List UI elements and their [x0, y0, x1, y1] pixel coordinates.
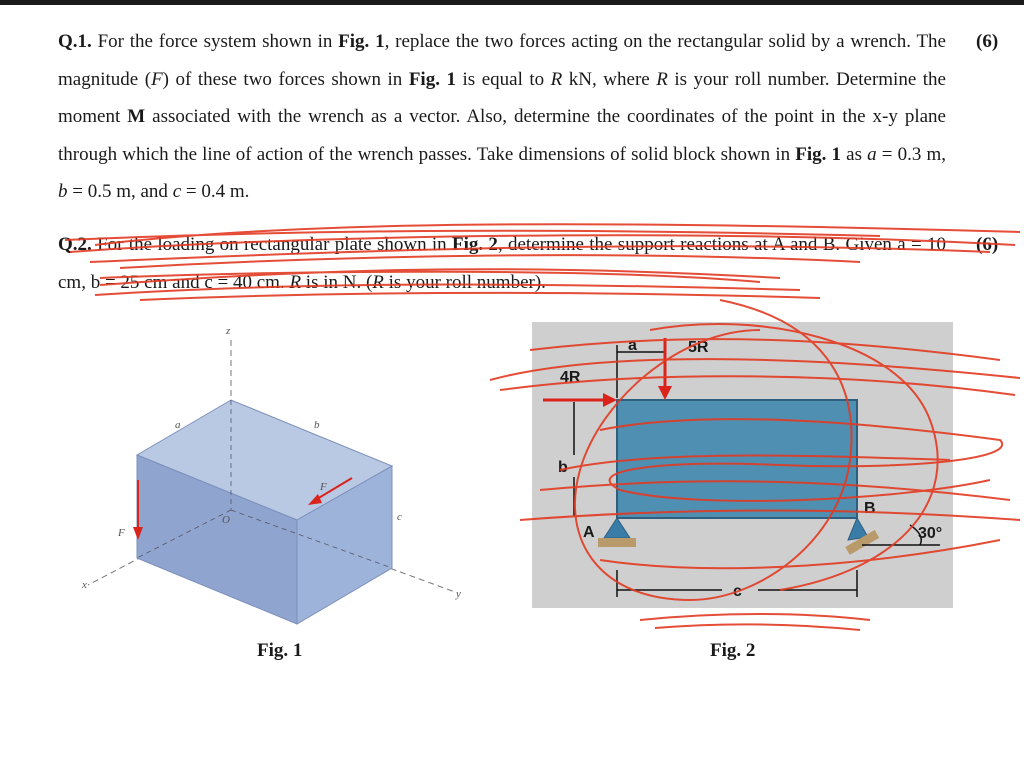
label-O: O — [222, 514, 230, 526]
force-F-left-arrowhead — [133, 527, 143, 540]
q1-fig-ref: Fig. 1 — [795, 143, 842, 165]
force-F-top-arrowhead — [308, 494, 322, 505]
question-1-text: Q.1. For the force system shown in Fig. … — [58, 23, 946, 211]
q1-fig-ref: Fig. 1 — [338, 31, 385, 52]
label-y: y — [455, 588, 461, 600]
top-border — [0, 0, 1024, 5]
fig1-caption: Fig. 1 — [257, 640, 303, 661]
question-2-text: Q.2. For the loading on rectangular plat… — [58, 226, 946, 301]
q2-text-part: is in N. ( — [301, 271, 373, 293]
q2-var-R: R — [372, 271, 384, 293]
q1-text-part: , replace the two forces acting on the r… — [58, 31, 946, 90]
q1-text-part: = 0.4 m. — [181, 181, 250, 202]
label-F-top: F — [319, 481, 327, 493]
support-B-roller — [847, 516, 869, 541]
fig2-caption: Fig. 2 — [710, 640, 756, 661]
q1-number: Q.1. — [58, 31, 92, 52]
q1-marks: (6) — [976, 31, 999, 52]
q1-text-part: ) of these two forces shown in — [162, 68, 409, 90]
q1-var-F: F — [151, 68, 163, 90]
q1-text-part: = 0.5 m, and — [67, 181, 173, 202]
q1-text-part: For the force system shown in — [91, 31, 339, 52]
label-x: x — [81, 579, 87, 591]
q1-text-part: = 0.3 m, — [876, 143, 946, 165]
q1-var-c: c — [172, 181, 182, 202]
q1-text-part: as — [841, 143, 868, 165]
label-b: b — [558, 459, 568, 476]
label-B: B — [864, 500, 876, 517]
hidden-edge — [230, 509, 393, 569]
scribble-group — [64, 223, 1021, 631]
q1-var-R: R — [550, 68, 563, 90]
q1-text-part: is equal to — [455, 68, 551, 90]
label-A: A — [583, 524, 595, 541]
label-F-left: F — [117, 527, 125, 539]
label-z: z — [225, 325, 231, 337]
q1-var-R: R — [656, 68, 668, 90]
dim-b-gap — [555, 455, 583, 477]
q1-var-M: M — [127, 106, 146, 127]
support-A-ground — [598, 538, 636, 547]
q2-text-part: is your roll number). — [383, 271, 546, 293]
label-5R: 5R — [688, 339, 709, 356]
support-B-ground — [845, 530, 880, 555]
q1-fig-ref: Fig. 1 — [408, 68, 456, 90]
label-c: c — [397, 511, 402, 523]
label-a: a — [628, 337, 637, 354]
q1-text-part: associated with the wrench as a vector. … — [58, 106, 946, 165]
label-b: b — [314, 419, 320, 431]
q1-text-part: kN, where — [562, 68, 657, 90]
q1-text-part: is your roll number. Determine the momen… — [58, 68, 946, 128]
q1-var-b: b — [58, 181, 68, 202]
label-a: a — [175, 419, 181, 431]
q2-var-R: R — [289, 271, 302, 293]
label-angle: 30° — [918, 525, 942, 542]
load-5R-arrowhead — [658, 386, 672, 400]
load-4R-arrowhead — [603, 393, 617, 407]
q1-var-a: a — [867, 143, 877, 165]
